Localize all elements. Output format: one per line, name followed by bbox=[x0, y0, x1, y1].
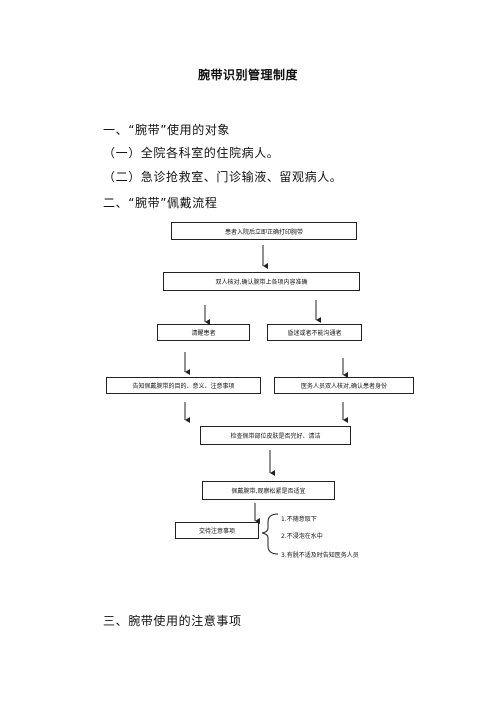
flow-note-3: 3.有脱不适及时告知医务人员 bbox=[281, 552, 359, 559]
section-1-item-1: （一）全院各科室的住院病人。 bbox=[103, 146, 280, 160]
flow-step-explain-notes: 交待注意事项 bbox=[175, 522, 259, 539]
section-3-heading: 三、腕带使用的注意事项 bbox=[103, 614, 242, 628]
flow-step-wear-wristband: 佩戴腕带,观察松紧是否适宜 bbox=[202, 481, 335, 500]
section-2-heading: 二、“腕带”佩戴流程 bbox=[103, 196, 218, 210]
flow-action-verify-identity: 医务人员双人核对,确认患者身份 bbox=[274, 377, 414, 394]
flow-note-1: 1.不随意取下 bbox=[281, 516, 317, 523]
notes-brace bbox=[261, 513, 279, 555]
section-1-heading: 一、“腕带”使用的对象 bbox=[103, 123, 231, 137]
flow-action-inform-purpose: 告知佩戴腕带的目的、意义、注意事项 bbox=[106, 377, 261, 394]
flow-step-double-check: 双人核对,确认腕带上各项内容准确 bbox=[163, 272, 360, 291]
flow-branch-conscious-patient: 清醒患者 bbox=[157, 324, 250, 341]
flow-branch-unconscious-patient: 昏迷或者不能沟通者 bbox=[267, 324, 362, 341]
section-1-item-2: （二）急诊抢救室、门诊输液、留观病人。 bbox=[103, 170, 343, 184]
flow-note-2: 2.不浸泡在水中 bbox=[281, 533, 323, 540]
flow-step-print-wristband: 患者入院后立即正确打印腕带 bbox=[171, 222, 357, 240]
document-title: 腕带识别管理制度 bbox=[197, 68, 298, 82]
flow-step-check-skin: 检查佩带部位皮肤是否完好、清洁 bbox=[200, 426, 351, 445]
